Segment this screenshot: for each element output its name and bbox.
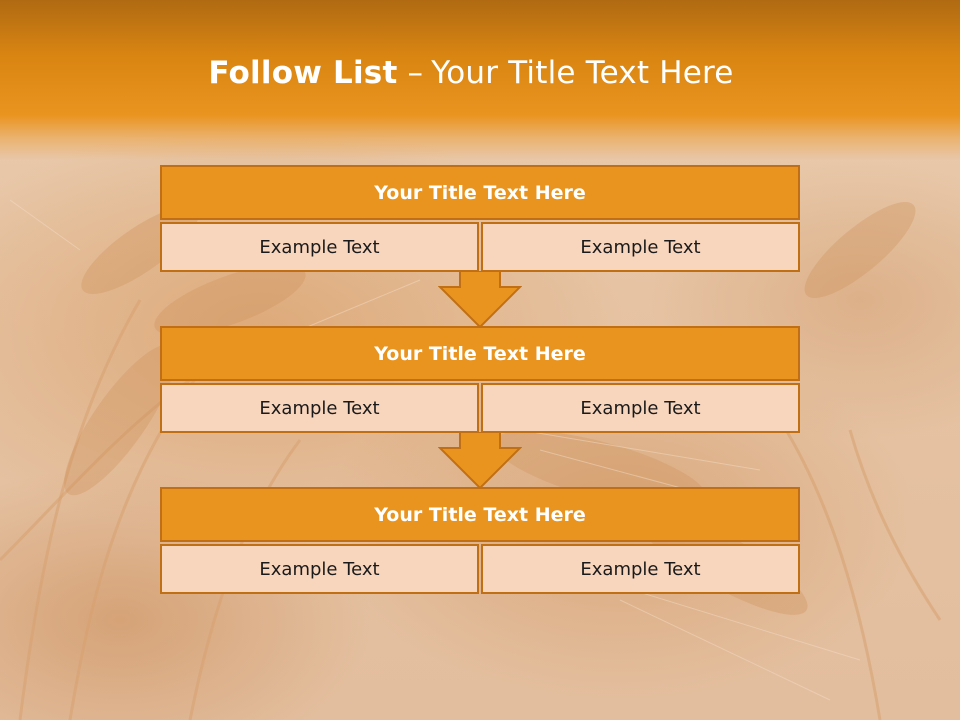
list-block-title: Your Title Text Here xyxy=(160,326,800,381)
list-block-2: Your Title Text Here Example Text Exampl… xyxy=(160,326,800,433)
list-block-title: Your Title Text Here xyxy=(160,165,800,220)
list-block-1: Your Title Text Here Example Text Exampl… xyxy=(160,165,800,272)
list-block-cell-left: Example Text xyxy=(160,383,479,433)
list-block-cell-left: Example Text xyxy=(160,544,479,594)
down-arrow-icon xyxy=(438,271,522,329)
slide-title: Follow List–Your Title Text Here xyxy=(0,55,942,91)
header-band xyxy=(0,0,960,160)
list-block-title: Your Title Text Here xyxy=(160,487,800,542)
list-block-cells: Example Text Example Text xyxy=(160,222,800,272)
slide-title-rest: Your Title Text Here xyxy=(431,55,734,91)
down-arrow-icon xyxy=(438,432,522,490)
list-block-cell-right: Example Text xyxy=(481,383,800,433)
slide-title-bold: Follow List xyxy=(208,55,398,91)
list-block-cell-left: Example Text xyxy=(160,222,479,272)
list-block-3: Your Title Text Here Example Text Exampl… xyxy=(160,487,800,594)
list-block-cells: Example Text Example Text xyxy=(160,544,800,594)
list-block-cell-right: Example Text xyxy=(481,222,800,272)
list-block-cells: Example Text Example Text xyxy=(160,383,800,433)
list-block-cell-right: Example Text xyxy=(481,544,800,594)
slide-title-separator: – xyxy=(407,55,424,91)
